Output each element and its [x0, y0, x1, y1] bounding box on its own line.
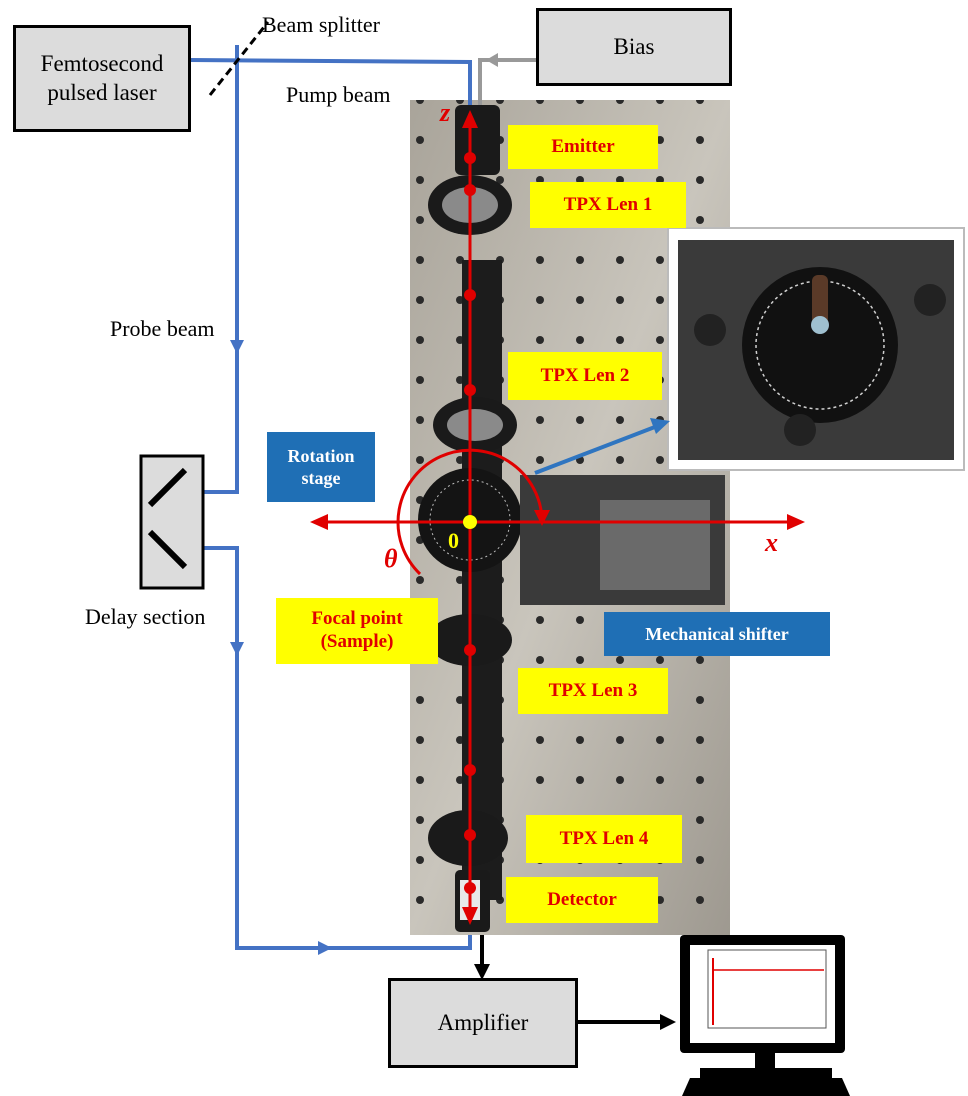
emitter-label: Emitter [508, 125, 658, 169]
len3-label: TPX Len 3 [518, 668, 668, 714]
detector-label: Detector [506, 877, 658, 923]
origin-label: 0 [448, 528, 459, 554]
theta-label: θ [384, 544, 398, 574]
delay-box [141, 456, 203, 588]
len2-label: TPX Len 2 [508, 352, 662, 400]
origin-dot [463, 515, 477, 529]
focal-point-label: Focal point (Sample) [276, 598, 438, 664]
laser-label: Femtosecond pulsed laser [16, 50, 188, 108]
probe-beam-label: Probe beam [110, 316, 214, 342]
len1-label: TPX Len 1 [530, 182, 686, 228]
rotation-stage-inset [668, 228, 964, 470]
rotation-stage-label: Rotation stage [267, 432, 375, 502]
mechanical-shifter-label: Mechanical shifter [604, 612, 830, 656]
len4-label: TPX Len 4 [526, 815, 682, 863]
x-axis-label: x [765, 528, 778, 558]
laser-box: Femtosecond pulsed laser [13, 25, 191, 132]
emitter-mount [455, 105, 500, 175]
pump-beam-label: Pump beam [286, 82, 391, 108]
amplifier-label: Amplifier [438, 1009, 529, 1038]
amplifier-box: Amplifier [388, 978, 578, 1068]
z-axis-label: z [440, 98, 450, 128]
beam-splitter-label: Beam splitter [262, 12, 380, 38]
computer-icon [680, 935, 850, 1096]
delay-section-label: Delay section [85, 604, 205, 630]
bias-label: Bias [614, 33, 655, 62]
bias-box: Bias [536, 8, 732, 86]
bias-line [480, 60, 536, 105]
